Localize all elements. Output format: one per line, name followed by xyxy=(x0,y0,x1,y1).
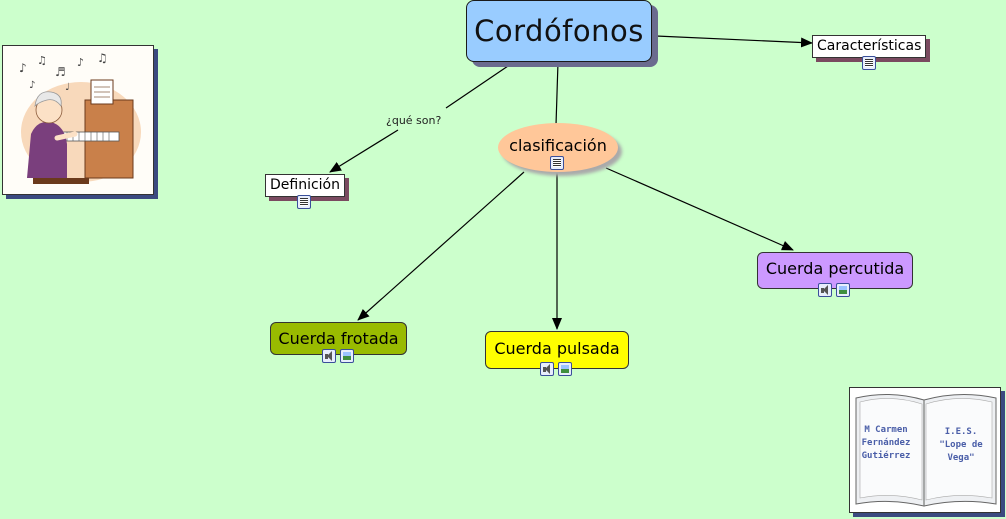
image-icon[interactable] xyxy=(836,283,850,297)
link-title-clasificacion xyxy=(555,61,559,126)
mozart-piano-illustration: ♪ ♫ ♪ ♬ ♪ ♫ ♩ xyxy=(2,45,154,195)
mozart-piano-drawing: ♪ ♫ ♪ ♬ ♪ ♫ ♩ xyxy=(19,51,141,184)
concept-cuerda-pulsada[interactable]: Cuerda pulsada xyxy=(485,331,629,369)
speaker-icon[interactable] xyxy=(818,283,832,297)
speaker-icon[interactable] xyxy=(322,349,336,363)
concept-cordofonos[interactable]: Cordófonos xyxy=(466,0,652,62)
svg-text:♪: ♪ xyxy=(77,56,84,69)
author-credit: M Carmen Fernández Gutiérrez xyxy=(861,425,911,461)
school-credit: I.E.S. "Lope de Vega" xyxy=(939,427,983,463)
svg-text:♫: ♫ xyxy=(37,54,47,67)
svg-text:♩: ♩ xyxy=(65,82,70,93)
image-icon[interactable] xyxy=(340,349,354,363)
image-icon[interactable] xyxy=(558,362,572,376)
svg-text:♪: ♪ xyxy=(29,80,35,91)
svg-text:♫: ♫ xyxy=(97,51,108,65)
document-icon[interactable] xyxy=(550,156,564,170)
concept-cuerda-frotada[interactable]: Cuerda frotada xyxy=(270,322,407,355)
link-title-caracteristicas xyxy=(655,35,813,48)
concept-caracteristicas[interactable]: Características xyxy=(812,35,926,58)
link-question-definicion xyxy=(329,129,399,173)
link-clasificacion-frotada xyxy=(357,171,525,321)
link-clasificacion-percutida xyxy=(605,167,794,251)
link-title-question xyxy=(445,65,509,109)
concept-definicion[interactable]: Definición xyxy=(265,174,345,197)
document-icon[interactable] xyxy=(862,56,876,70)
credits-book: M Carmen Fernández Gutiérrez I.E.S. "Lop… xyxy=(849,387,1001,513)
speaker-icon[interactable] xyxy=(540,362,554,376)
svg-text:♪: ♪ xyxy=(19,61,27,75)
document-icon[interactable] xyxy=(297,195,311,209)
open-book-drawing xyxy=(855,393,997,507)
svg-text:♬: ♬ xyxy=(55,65,66,79)
link-label-que-son: ¿qué son? xyxy=(386,114,442,127)
concept-cuerda-percutida[interactable]: Cuerda percutida xyxy=(757,252,913,289)
